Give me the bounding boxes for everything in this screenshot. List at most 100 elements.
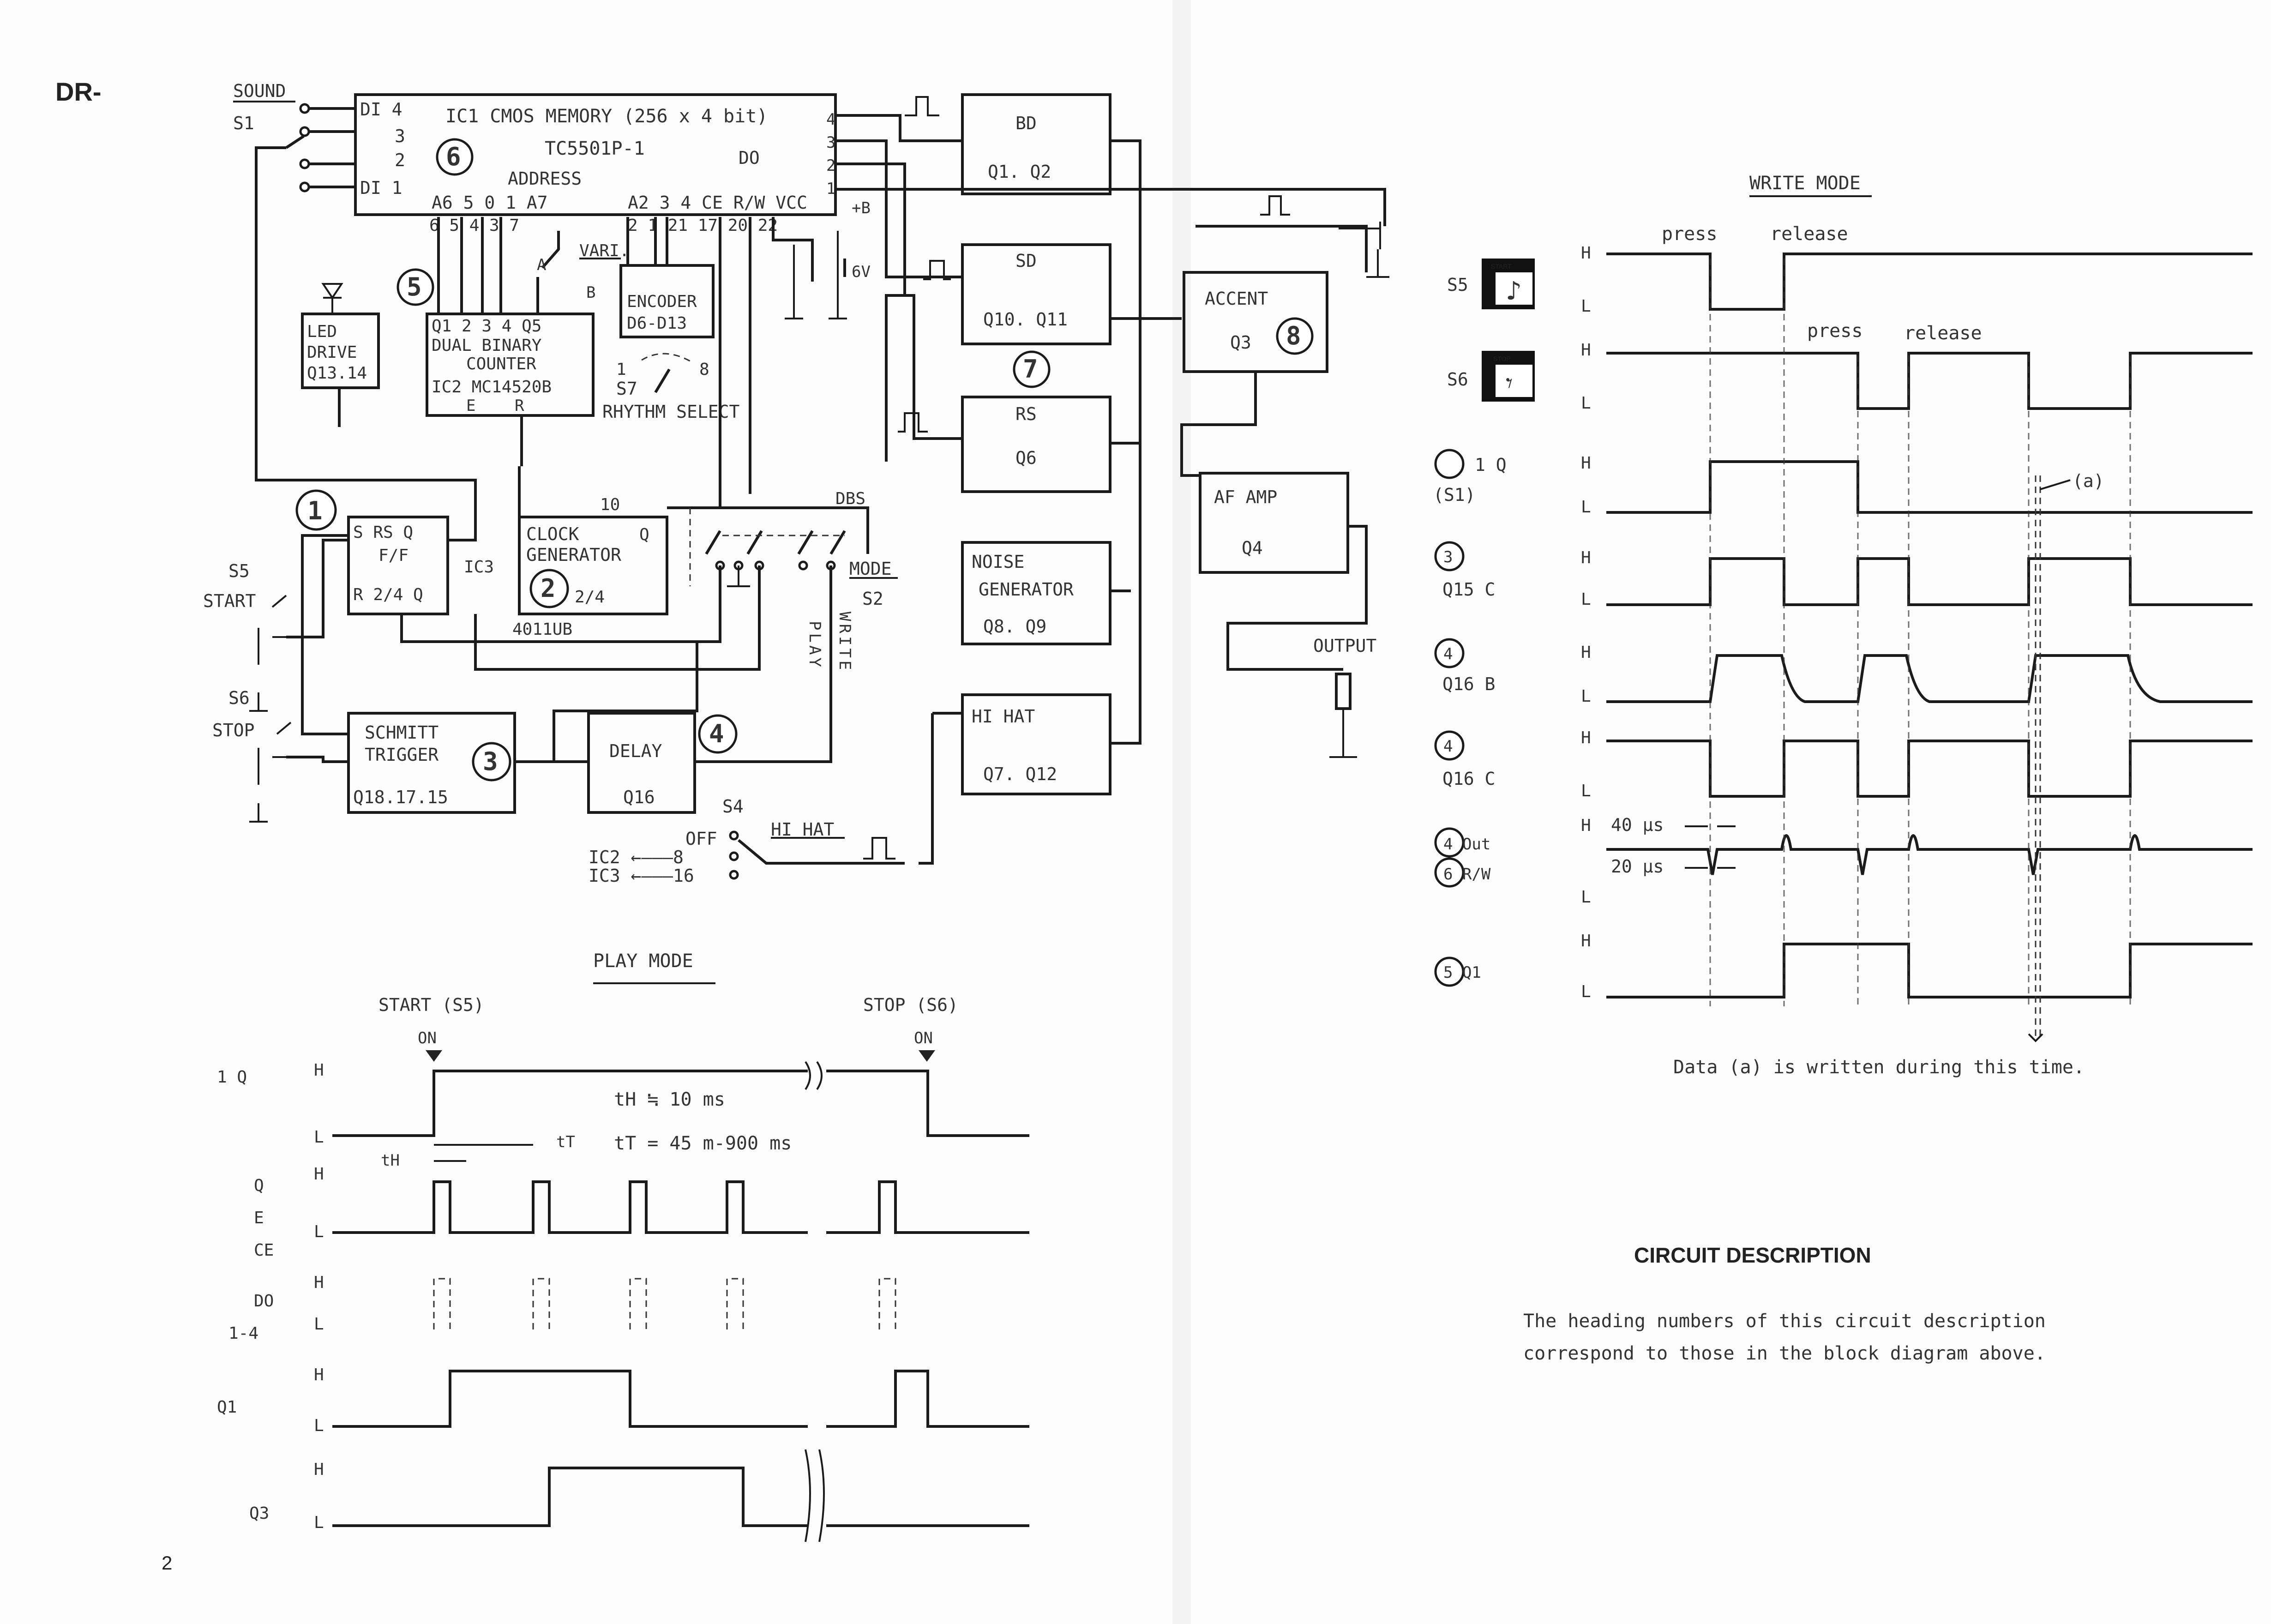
write-vertical-label: WRITE — [835, 612, 854, 673]
write-h2: H — [1581, 341, 1591, 360]
write-row5-a: 4 Out — [1443, 835, 1490, 854]
press-label-2: press — [1807, 320, 1862, 342]
write-s5-label: S5 — [1447, 275, 1468, 295]
rsff-l1: S RS Q — [353, 523, 413, 542]
counter-r: R — [515, 397, 524, 415]
di2-label: 2 — [395, 150, 405, 170]
block-number-2: 2 — [541, 574, 556, 603]
rs-flipflop-box — [347, 516, 449, 615]
play-h5: H — [314, 1460, 324, 1479]
press-label-1: press — [1662, 223, 1717, 245]
noise-generator-box — [961, 541, 1111, 645]
us20-label: 20 µs — [1611, 856, 1664, 877]
vari-label: VARI. — [579, 241, 629, 260]
play-h4: H — [314, 1365, 324, 1384]
write-l5: L — [1581, 687, 1591, 706]
write-wave-q16c — [1606, 740, 2253, 798]
s5-label: S5 — [228, 561, 250, 581]
rhythm-select-label: RHYTHM SELECT — [602, 402, 739, 422]
delay-parts: Q16 — [623, 787, 655, 807]
schmitt-l3: Q18.17.15 — [353, 787, 448, 807]
write-h4: H — [1581, 548, 1591, 567]
circuit-description-heading: CIRCUIT DESCRIPTION — [1634, 1243, 1871, 1267]
write-row4-label: Q16 C — [1442, 769, 1495, 789]
di4-label: DI 4 — [360, 99, 403, 120]
afamp-title: AF AMP — [1214, 487, 1277, 507]
clock-generator-box — [518, 516, 668, 615]
write-row1-label: 1 Q — [1475, 455, 1507, 475]
mode-label: MODE — [849, 559, 892, 579]
write-s6-label: S6 — [1447, 369, 1468, 390]
hihat-title: HI HAT — [972, 706, 1035, 727]
write-wave-q1 — [1606, 943, 2253, 998]
ic1-title: IC1 CMOS MEMORY (256 x 4 bit) — [445, 106, 768, 127]
write-l4: L — [1581, 590, 1591, 609]
tt-label: tT — [556, 1133, 575, 1151]
pulse-icon — [863, 837, 895, 860]
play-row5-label: Q3 — [249, 1504, 269, 1523]
ic3-pin16: IC3 ←———16 — [589, 866, 694, 886]
write-l1: L — [1581, 297, 1591, 316]
write-l2: L — [1581, 394, 1591, 413]
write-h3: H — [1581, 454, 1591, 473]
write-l8: L — [1581, 982, 1591, 1001]
output-label: OUTPUT — [1313, 636, 1376, 656]
ic1-part: TC5501P-1 — [545, 138, 645, 159]
bd-parts: Q1. Q2 — [988, 162, 1051, 182]
rs-parts: Q6 — [1015, 448, 1037, 468]
pulse-icon — [1260, 195, 1290, 216]
plus-b-label: +B — [852, 199, 871, 217]
address-nums-right: 2 1 21 17 20 22 — [628, 216, 778, 235]
write-h8: H — [1581, 932, 1591, 950]
ic4011-label: 4011UB — [512, 620, 572, 639]
counter-l2: DUAL BINARY — [432, 336, 542, 355]
clock-l3: 2/4 — [575, 588, 605, 607]
bd-title: BD — [1015, 113, 1037, 133]
clock-q: Q — [639, 525, 649, 544]
schmitt-l1: SCHMITT — [365, 722, 439, 743]
write-wave-s5 — [1606, 253, 2253, 311]
play-l1: L — [314, 1128, 324, 1147]
write-wave-q15 — [1606, 557, 2253, 606]
ic3-label: IC3 — [464, 558, 494, 577]
play-mode-title: PLAY MODE — [593, 950, 693, 972]
write-h7: H — [1581, 816, 1591, 835]
di3-label: 3 — [395, 126, 405, 146]
play-wave-q1 — [332, 1370, 1029, 1428]
write-l7: L — [1581, 888, 1591, 907]
write-row6-label: 5 Q1 — [1443, 963, 1481, 982]
write-h6: H — [1581, 728, 1591, 747]
sd-title: SD — [1015, 251, 1037, 271]
circuit-description: CIRCUIT DESCRIPTION The heading numbers … — [1523, 1243, 2046, 1364]
release-label-1: release — [1770, 223, 1848, 245]
counter-l3: COUNTER — [466, 355, 536, 373]
encoder-l1: ENCODER — [627, 292, 697, 311]
release-label-2: release — [1904, 323, 1982, 344]
block-number-1: 1 — [307, 496, 323, 525]
circuit-description-line2: correspond to those in the block diagram… — [1523, 1343, 2046, 1364]
stop-label: STOP — [212, 720, 255, 740]
dbs-label: DBS — [835, 489, 865, 508]
write-h1: H — [1581, 244, 1591, 263]
pulse-icon — [905, 96, 939, 116]
encoder-pin1: 1 — [616, 360, 626, 379]
af-amp-box — [1199, 472, 1349, 574]
block-number-6: 6 — [446, 142, 461, 171]
play-vertical-text: PLAY — [805, 621, 824, 670]
noise-l2: GENERATOR — [979, 579, 1074, 600]
do4-label: 4 — [826, 110, 835, 129]
pin-ten: 10 — [600, 495, 620, 514]
address-nums-left: 6 5 4 3 7 — [429, 216, 519, 235]
start-label: START — [203, 591, 256, 611]
play-wave-q3 — [332, 1467, 1029, 1527]
led-drive-l3: Q13.14 — [307, 364, 367, 383]
schmitt-l2: TRIGGER — [365, 745, 439, 765]
led-drive-l2: DRIVE — [307, 343, 357, 362]
dual-binary-counter-box — [426, 313, 595, 417]
encoder-l2: D6-D13 — [627, 314, 687, 333]
play-h3: H — [314, 1273, 324, 1292]
led-icon — [321, 283, 343, 300]
do-label: DO — [739, 148, 760, 168]
rest-icon: 𝄾 — [1506, 367, 1513, 399]
play-h1: H — [314, 1061, 324, 1080]
